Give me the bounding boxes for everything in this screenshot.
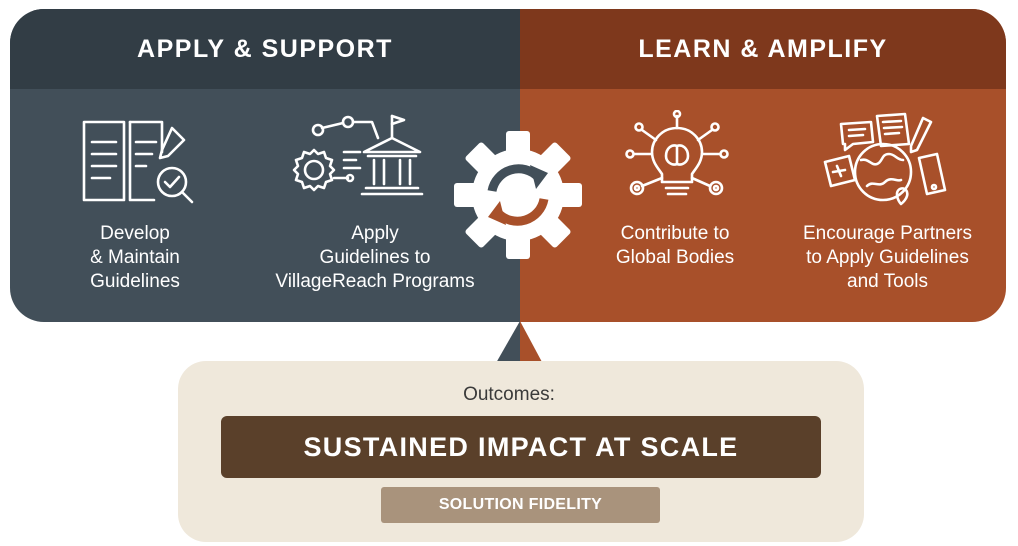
learn-amplify-title: LEARN & AMPLIFY [520, 9, 1006, 89]
caption-develop-maintain: Develop & Maintain Guidelines [90, 223, 180, 292]
apply-support-title: APPLY & SUPPORT [10, 9, 520, 89]
caption-contribute-global: Contribute to Global Bodies [615, 223, 735, 268]
solution-fidelity-bar: SOLUTION FIDELITY [381, 487, 660, 523]
document-review-icon [76, 116, 196, 208]
caption-encourage-partners: Encourage Partners to Apply Guidelines a… [803, 223, 972, 292]
gear-cycle-icon [447, 124, 589, 266]
globe-communication-icon [813, 110, 953, 206]
caption-apply-guidelines: Apply Guidelines to VillageReach Program… [275, 223, 475, 292]
outcomes-label: Outcomes: [463, 384, 555, 405]
lightbulb-network-icon [622, 110, 732, 206]
learn-amplify-panel: LEARN & AMPLIFY [520, 9, 1006, 322]
gear-institution-icon [288, 112, 430, 208]
sustained-impact-bar: SUSTAINED IMPACT AT SCALE [221, 416, 821, 478]
